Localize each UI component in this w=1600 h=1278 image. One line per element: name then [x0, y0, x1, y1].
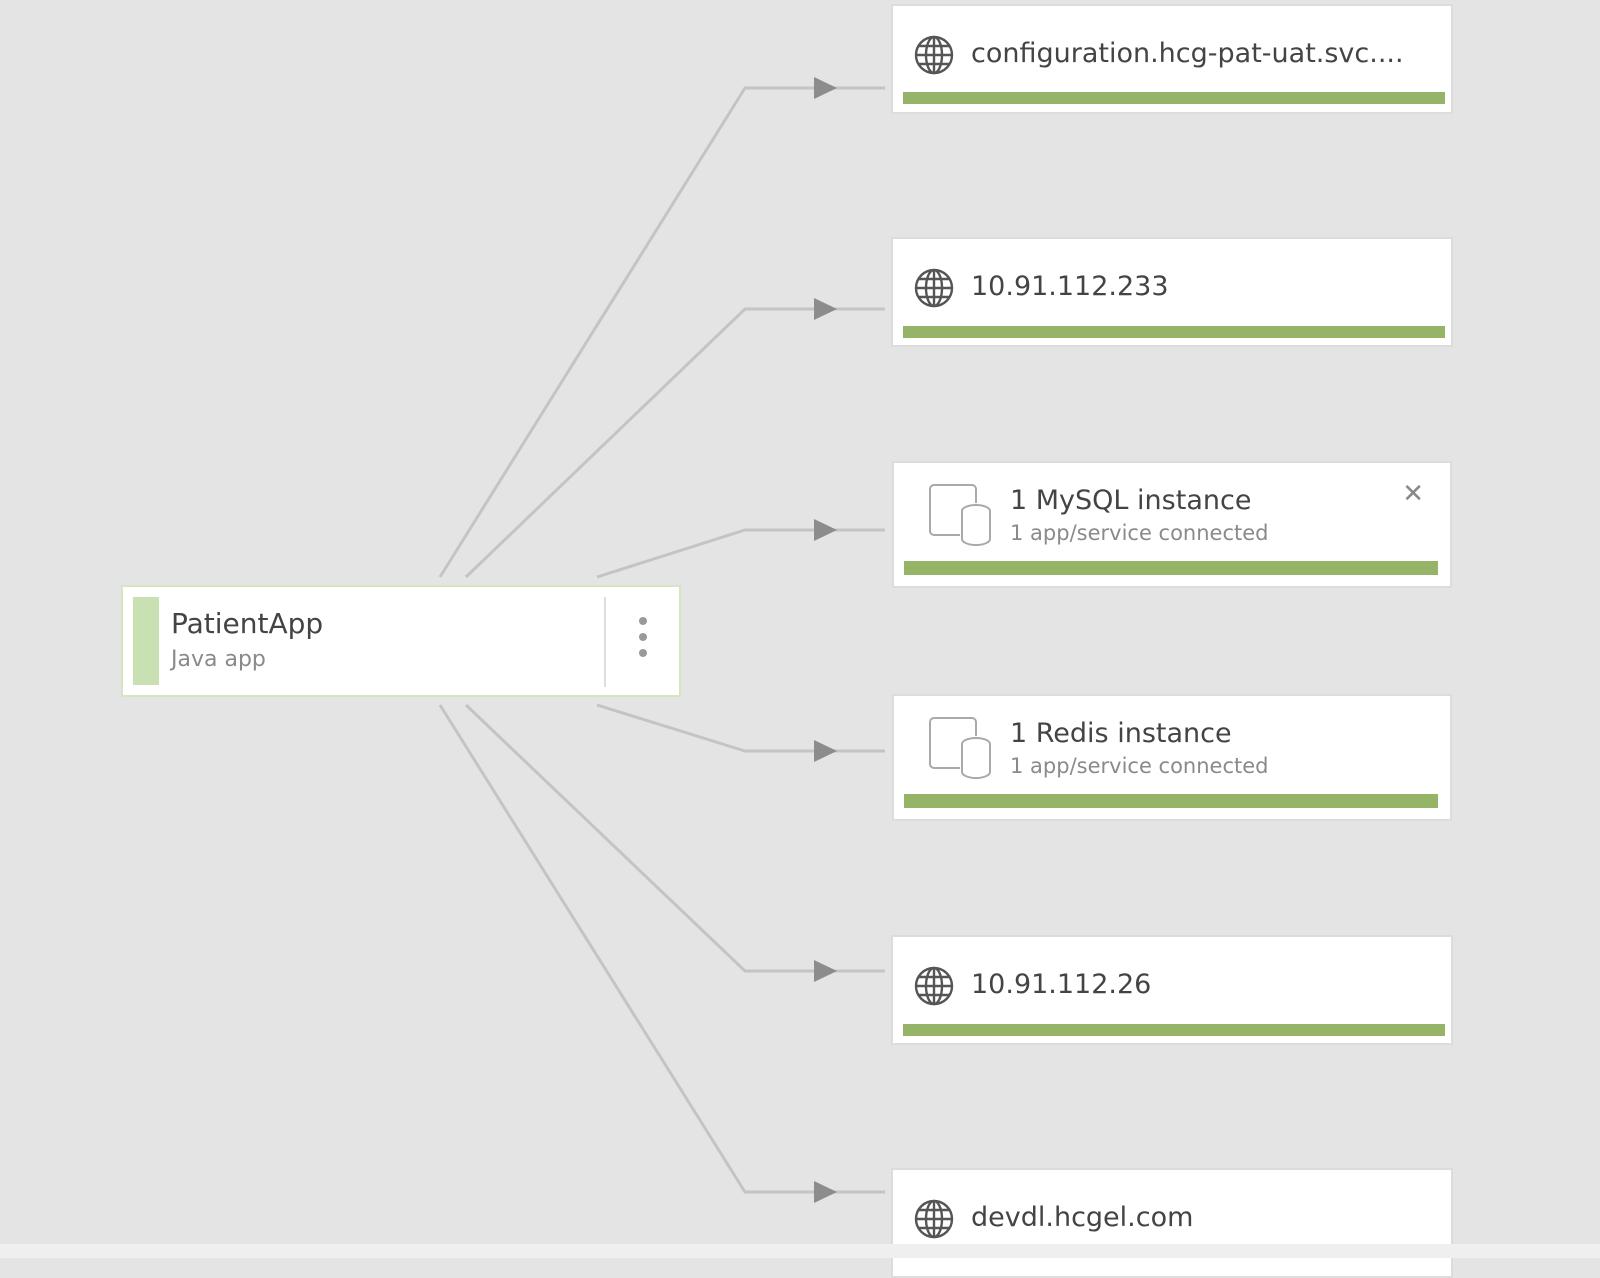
arrow-10-91-112-26 [814, 960, 837, 982]
health-bar [903, 326, 1445, 338]
globe-icon [914, 966, 954, 1006]
edge-configuration [438, 86, 885, 578]
vertical-ellipsis-icon[interactable] [623, 607, 663, 677]
dependency-map-canvas: PatientApp Java app configuration.hcg-pa… [121, 4, 1453, 1278]
app-node-patientapp[interactable]: PatientApp Java app [121, 585, 681, 697]
globe-icon [914, 268, 954, 308]
database-icon [929, 717, 991, 779]
dependency-label: devdl.hcgel.com [971, 1202, 1194, 1233]
dependency-node-configuration[interactable]: configuration.hcg-pat-uat.svc.... [891, 4, 1453, 114]
app-health-indicator [133, 597, 159, 685]
arrow-mysql [814, 519, 837, 541]
dependency-node-mysql[interactable]: 1 MySQL instance 1 app/service connected… [892, 461, 1452, 588]
horizontal-scrollbar-track[interactable] [0, 1244, 1600, 1258]
dependency-node-devdl[interactable]: devdl.hcgel.com [891, 1168, 1453, 1278]
arrow-devdl [814, 1181, 837, 1203]
health-bar [904, 794, 1438, 808]
dependency-label: 10.91.112.26 [971, 969, 1152, 1000]
dependency-node-redis[interactable]: 1 Redis instance 1 app/service connected [892, 694, 1452, 821]
edge-mysql [596, 528, 885, 579]
dependency-node-10-91-112-233[interactable]: 10.91.112.233 [891, 237, 1453, 347]
edge-devdl [438, 704, 885, 1194]
database-icon [929, 484, 991, 546]
globe-icon [914, 1199, 954, 1239]
dependency-label: 1 MySQL instance [1010, 485, 1252, 516]
arrow-configuration [814, 77, 837, 99]
health-bar [904, 561, 1438, 575]
arrow-10-91-112-233 [814, 298, 837, 320]
app-type: Java app [171, 647, 266, 672]
dependency-label: configuration.hcg-pat-uat.svc.... [971, 38, 1404, 69]
app-name: PatientApp [171, 607, 324, 640]
close-icon[interactable]: ✕ [1402, 479, 1424, 509]
globe-icon [914, 35, 954, 75]
dependency-label: 10.91.112.233 [971, 271, 1169, 302]
health-bar [903, 1024, 1445, 1036]
health-bar [903, 92, 1445, 104]
dependency-node-10-91-112-26[interactable]: 10.91.112.26 [891, 935, 1453, 1045]
arrow-redis [814, 740, 837, 762]
edge-10-91-112-233 [464, 307, 885, 579]
app-node-divider [604, 597, 606, 687]
dependency-edges [438, 77, 885, 1203]
dependency-sublabel: 1 app/service connected [1010, 521, 1269, 545]
dependency-label: 1 Redis instance [1010, 718, 1232, 749]
edge-redis [596, 703, 885, 753]
dependency-sublabel: 1 app/service connected [1010, 754, 1269, 778]
edge-10-91-112-26 [464, 703, 885, 973]
